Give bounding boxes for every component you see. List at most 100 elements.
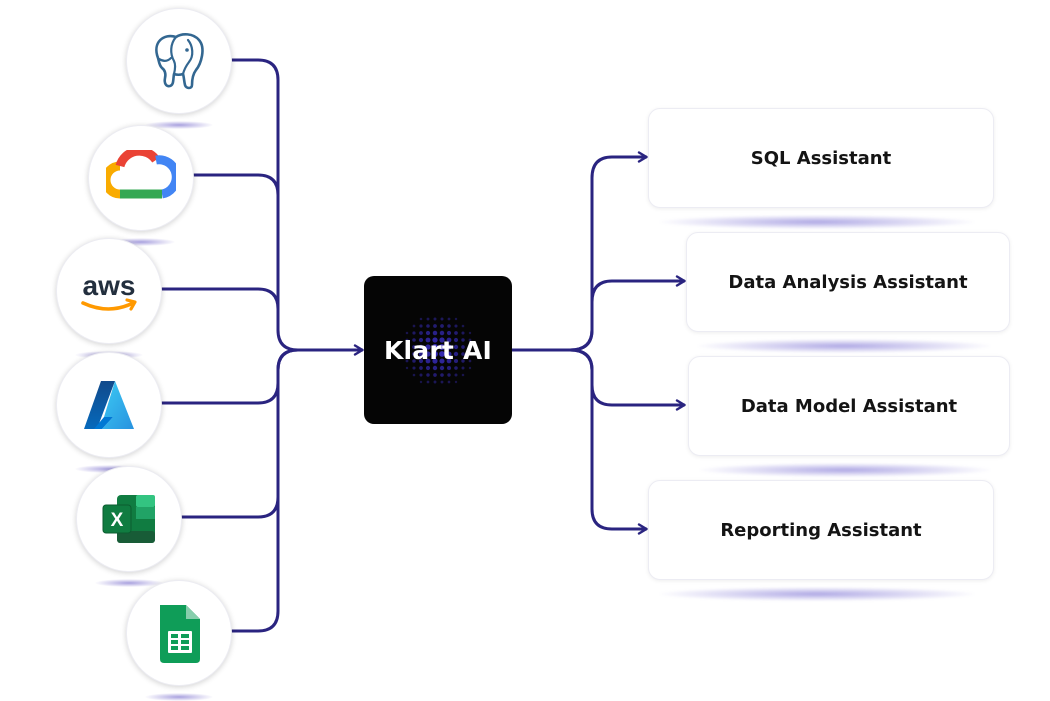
sphere-dot xyxy=(432,337,438,343)
sphere-dot xyxy=(468,366,472,370)
sphere-dot xyxy=(426,373,430,377)
sphere-dot xyxy=(419,373,423,377)
sphere-dot xyxy=(439,330,445,336)
sphere-dot xyxy=(405,338,409,342)
source-postgresql xyxy=(126,8,232,129)
sphere-dot xyxy=(419,380,423,384)
sphere-dot xyxy=(453,351,459,357)
connector-google-cloud xyxy=(192,173,280,332)
sphere-dot xyxy=(433,324,437,328)
sphere-dot xyxy=(461,338,465,342)
source-azure xyxy=(56,352,162,473)
connector-postgresql xyxy=(230,58,364,356)
sphere-dot xyxy=(446,358,452,364)
sphere-dot xyxy=(419,317,423,321)
sphere-dot xyxy=(440,317,444,321)
target-data-model-assistant: Data Model Assistant xyxy=(688,356,1010,477)
sphere-dot xyxy=(405,352,409,356)
sphere-dot xyxy=(432,351,438,357)
sphere-dot xyxy=(432,358,438,364)
sphere-dot xyxy=(425,351,431,357)
sphere-dot xyxy=(405,359,409,363)
sphere-dot xyxy=(432,330,438,336)
sphere-dot xyxy=(412,359,416,363)
sphere-dot xyxy=(418,344,424,350)
sphere-dot xyxy=(447,373,451,377)
aws-icon: aws xyxy=(81,270,137,311)
sphere-dot xyxy=(412,366,416,370)
target-label: Data Analysis Assistant xyxy=(728,271,968,293)
sphere-dot xyxy=(439,358,445,364)
sphere-dot xyxy=(425,337,431,343)
sphere-dot xyxy=(412,345,416,349)
source-glow xyxy=(107,238,175,246)
sphere-dot xyxy=(446,351,452,357)
google-sheets-icon xyxy=(160,605,200,663)
sphere-dot xyxy=(412,331,416,335)
sphere-dot xyxy=(446,344,452,350)
sphere-dot xyxy=(446,337,452,343)
sphere-dot xyxy=(418,337,424,343)
sphere-dot xyxy=(405,345,409,349)
sphere-dot xyxy=(447,324,451,328)
sphere-dot xyxy=(461,331,465,335)
sphere-dot xyxy=(425,330,431,336)
sphere-dot xyxy=(453,358,459,364)
sphere-dot xyxy=(426,317,430,321)
sphere-dot xyxy=(418,358,424,364)
target-sql-assistant: SQL Assistant xyxy=(648,108,994,229)
sphere-dot xyxy=(461,373,465,377)
sphere-dot xyxy=(419,331,423,335)
sphere-dot xyxy=(439,344,445,350)
sphere-dot xyxy=(439,337,445,343)
sphere-dot xyxy=(454,380,458,384)
google-cloud-icon xyxy=(106,150,176,199)
sphere-dot xyxy=(461,359,465,363)
excel-icon: X xyxy=(102,495,155,543)
sphere-dots-icon xyxy=(405,317,472,384)
sphere-dot xyxy=(446,330,452,336)
sphere-dot xyxy=(412,324,416,328)
sphere-dot xyxy=(433,317,437,321)
sphere-dot xyxy=(468,352,472,356)
target-glow xyxy=(697,339,991,353)
sphere-dot xyxy=(440,324,444,328)
sphere-dot xyxy=(425,365,431,371)
sphere-dot xyxy=(419,366,423,370)
connector-reporting xyxy=(568,348,648,535)
sphere-dot xyxy=(412,352,416,356)
sphere-dot xyxy=(412,338,416,342)
sphere-dot xyxy=(446,365,452,371)
sphere-dot xyxy=(461,345,465,349)
target-label: Reporting Assistant xyxy=(720,519,922,541)
sphere-dot xyxy=(447,380,451,384)
sphere-dot xyxy=(440,373,444,377)
sphere-dot xyxy=(454,331,458,335)
sphere-dot xyxy=(405,331,409,335)
sphere-dot xyxy=(461,324,465,328)
sphere-dot xyxy=(418,351,424,357)
sphere-dot xyxy=(461,352,465,356)
target-glow xyxy=(699,463,991,477)
connector-data-model xyxy=(568,348,686,411)
target-data-analysis-assistant: Data Analysis Assistant xyxy=(686,232,1010,353)
postgresql-elephant-icon xyxy=(155,33,204,90)
source-google-cloud xyxy=(88,125,194,246)
sphere-dot xyxy=(454,366,458,370)
sphere-dot xyxy=(432,344,438,350)
sphere-dot xyxy=(440,380,444,384)
target-label: SQL Assistant xyxy=(750,147,892,169)
sphere-dot xyxy=(453,344,459,350)
source-glow xyxy=(145,693,213,701)
source-excel: X xyxy=(76,466,182,587)
target-reporting-assistant: Reporting Assistant xyxy=(648,480,994,601)
source-glow xyxy=(95,579,163,587)
connector-excel xyxy=(180,368,280,519)
source-glow xyxy=(145,121,213,129)
sphere-dot xyxy=(454,324,458,328)
connector-data-analysis xyxy=(568,275,686,352)
hub-title: Klart AI xyxy=(383,335,493,365)
sphere-dot xyxy=(432,365,438,371)
